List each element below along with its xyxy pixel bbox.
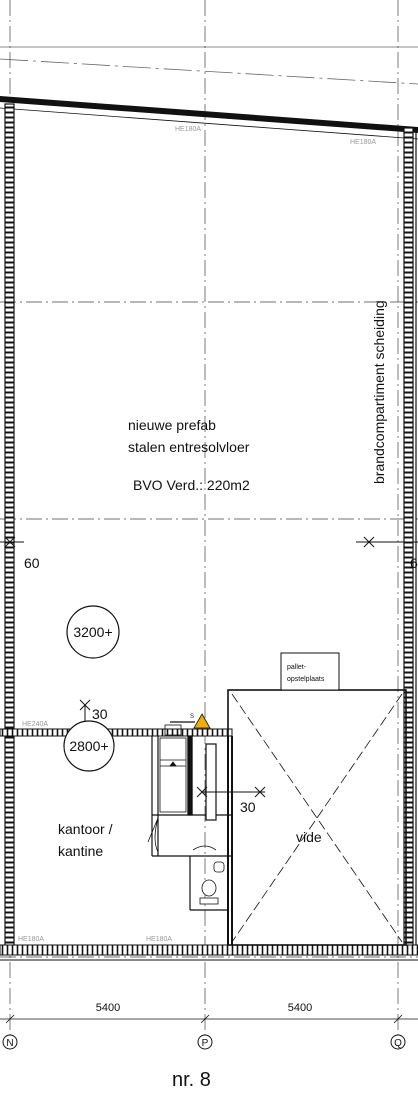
drawing-title: nr. 8	[172, 1069, 211, 1091]
beam-tag-bottom-left: HE180A	[18, 936, 44, 943]
toilet-icon	[199, 861, 225, 905]
load-circle-upper	[66, 605, 120, 659]
stair-mark: S	[190, 714, 194, 720]
room-main-line1: nieuwe prefab	[128, 417, 216, 433]
site-boundary-lines	[0, 46, 418, 85]
grid-axis-right-bubble	[390, 1034, 406, 1050]
bottom-wall	[0, 944, 418, 956]
grid-axis-left-label: N	[6, 1038, 13, 1049]
dimension-span-right: 5400	[288, 1002, 312, 1014]
load-circle-lower	[63, 720, 115, 772]
void-area	[227, 689, 407, 946]
pallet-area	[280, 652, 340, 691]
height-30-shaft: 30	[240, 799, 256, 815]
beam-tag-mid-left: HE240A	[22, 721, 48, 728]
pallet-label-line1: pallet-	[287, 664, 307, 671]
dimension-span-left: 5400	[96, 1002, 120, 1014]
dimension-line	[0, 1014, 418, 1024]
doors	[147, 817, 217, 853]
warning-icon	[193, 713, 211, 729]
pallet-label-line2: opstelplaats	[287, 676, 325, 683]
beam-tag-top-right: HE180A	[350, 139, 376, 146]
office-label-line1: kantoor /	[58, 821, 113, 837]
load-circle-upper-label: 3200+	[73, 624, 112, 640]
office-label-line2: kantine	[58, 843, 103, 859]
grid-axis-middle-label: P	[202, 1038, 209, 1049]
office-walls	[151, 735, 233, 945]
height-60-left: 60	[24, 555, 40, 571]
room-main-line2: stalen entresolvloer	[128, 439, 250, 455]
void-label: vide	[296, 829, 322, 845]
left-column	[4, 103, 15, 955]
fire-wall-label: brandcompartiment scheiding	[371, 300, 387, 484]
grid-axis-left-bubble	[2, 1034, 18, 1050]
grid-axis-right-label: Q	[394, 1038, 402, 1049]
beam-tag-top-left: HE180A	[175, 126, 201, 133]
height-30-top: 30	[92, 706, 108, 722]
height-60-right: 6	[410, 555, 418, 571]
beam-tag-bottom-mid: HE180A	[146, 936, 172, 943]
load-circle-lower-label: 2800+	[69, 738, 108, 754]
top-wall	[0, 96, 418, 140]
stair-unit	[159, 721, 195, 813]
mezzanine-edge-beam	[0, 728, 233, 737]
room-main-area: BVO Verd.: 220m2	[133, 477, 250, 493]
grid-axis-middle-bubble	[197, 1034, 213, 1050]
shaft-opening	[205, 743, 217, 821]
